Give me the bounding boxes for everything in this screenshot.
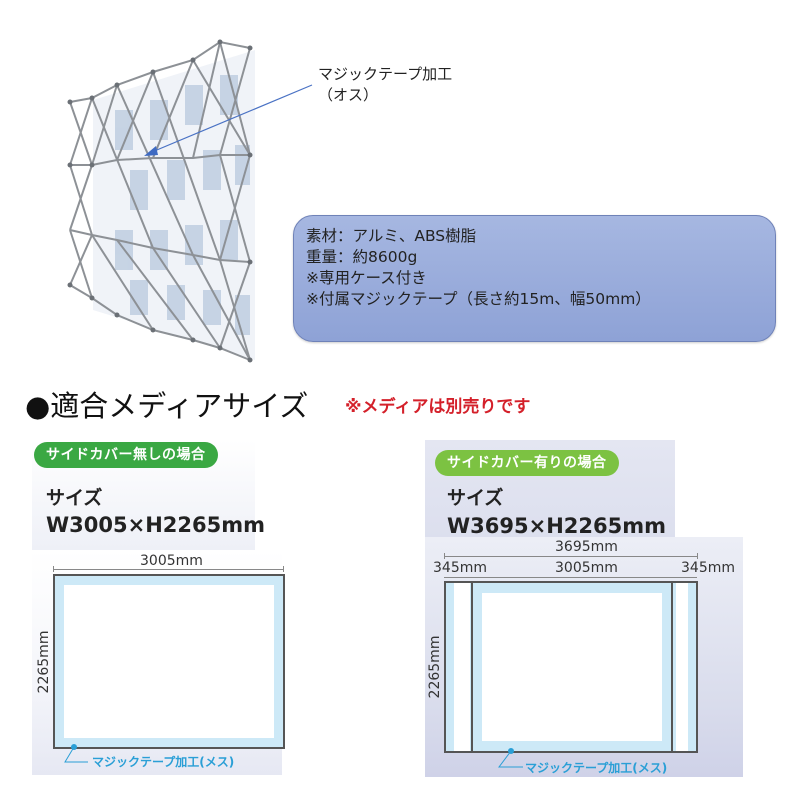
size-value: W3695×H2265mm [447,514,666,538]
height-dimension: 2265mm [36,630,52,694]
right-divider [671,583,673,751]
tape-label: マジックテープ加工(メス) [92,755,235,769]
tape-leader-icon [498,748,523,768]
badge-no-side-cover: サイドカバー無しの場合 [34,442,218,468]
print-area [64,585,274,738]
media-outline [53,574,285,749]
right-side-cover [676,583,688,751]
print-area [482,593,662,741]
tape-leader-icon [64,744,88,763]
spec-tape: ※付属マジックテープ（長さ約15m、幅50mm） [306,290,651,308]
panel-side-cover-header: サイドカバー有りの場合 サイズ W3695×H2265mm [425,440,675,540]
section-title: ●適合メディアサイズ [25,389,309,423]
tape-label: マジックテープ加工(メス) [525,761,668,775]
spec-weight: 重量：約8600g [306,248,418,266]
size-label: サイズ [447,487,504,509]
spec-box: 素材：アルミ、ABS樹脂 重量：約8600g ※専用ケース付き ※付属マジックテ… [293,215,776,342]
media-outline [444,581,698,753]
dim-tick [283,566,284,572]
dim-tick [444,553,445,559]
spec-case: ※専用ケース付き [306,269,427,287]
badge-side-cover: サイドカバー有りの場合 [435,450,619,476]
right-side-dimension: 345mm [681,560,735,576]
center-dimension: 3005mm [555,560,618,576]
diagram-side-cover: 3695mm 345mm 3005mm 345mm 2265mm マジックテープ… [425,537,743,777]
width-dimension: 3005mm [140,553,203,569]
spec-material: 素材：アルミ、ABS樹脂 [306,227,477,245]
size-label: サイズ [46,487,103,509]
callout-line2: （オス） [318,86,379,104]
callout-line1: マジックテープ加工 [318,65,453,83]
total-width-line [444,556,697,557]
left-side-dimension: 345mm [433,560,487,576]
panel-no-side-cover-header: サイドカバー無しの場合 サイズ W3005×H2265mm [32,440,265,550]
left-side-cover [454,583,470,751]
size-value: W3005×H2265mm [46,513,265,537]
dim-tick [53,566,54,572]
popup-frame-illustration [67,39,255,363]
dim-tick [697,553,698,559]
callout-arrow-icon [144,84,313,156]
diagram-no-side-cover: 3005mm 2265mm マジックテープ加工(メス) [32,550,285,775]
width-dimension-line [53,569,284,570]
height-dimension: 2265mm [427,635,443,699]
total-width-dimension: 3695mm [555,539,618,555]
product-photo [55,30,270,375]
left-divider [471,583,473,751]
callout-label: マジックテープ加工 （オス） [318,64,452,106]
section-note: ※メディアは別売りです [345,397,531,417]
segment-width-line [444,577,697,578]
